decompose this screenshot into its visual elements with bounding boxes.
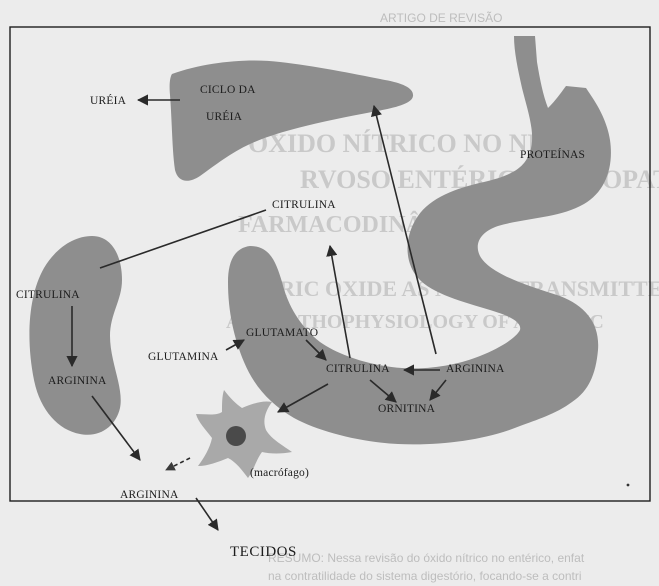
- label-citrulina-top: CITRULINA: [272, 199, 336, 211]
- label-citrulina-kidney: CITRULINA: [16, 289, 80, 301]
- label-citrulina-gut: CITRULINA: [326, 363, 390, 375]
- macrophage-nucleus: [226, 426, 246, 446]
- label-ornitina: ORNITINA: [378, 403, 436, 415]
- ghost-footer-2: na contratilidade do sistema digestório,…: [268, 569, 582, 583]
- label-arginina-gut: ARGININA: [446, 363, 505, 375]
- speck: [627, 484, 630, 487]
- label-ureia: URÉIA: [90, 93, 127, 107]
- label-glutamato: GLUTAMATO: [246, 327, 318, 339]
- label-ciclo-line2: URÉIA: [206, 109, 243, 123]
- ghost-header: ARTIGO DE REVISÃO: [380, 11, 502, 25]
- label-arginina-bottom: ARGININA: [120, 489, 179, 501]
- ghost-footer-1: RESUMO: Nessa revisão do óxido nítrico n…: [268, 551, 585, 565]
- label-ciclo-line1: CICLO DA: [200, 84, 256, 96]
- label-glutamina: GLUTAMINA: [148, 351, 219, 363]
- ghost-line-1: ÓXIDO NÍTRICO NO NEU: [248, 129, 564, 158]
- label-macrofago: (macrófago): [250, 467, 309, 479]
- label-proteinas: PROTEÍNAS: [520, 147, 585, 161]
- label-arginina-kidney: ARGININA: [48, 375, 107, 387]
- label-tecidos: TECIDOS: [230, 544, 297, 560]
